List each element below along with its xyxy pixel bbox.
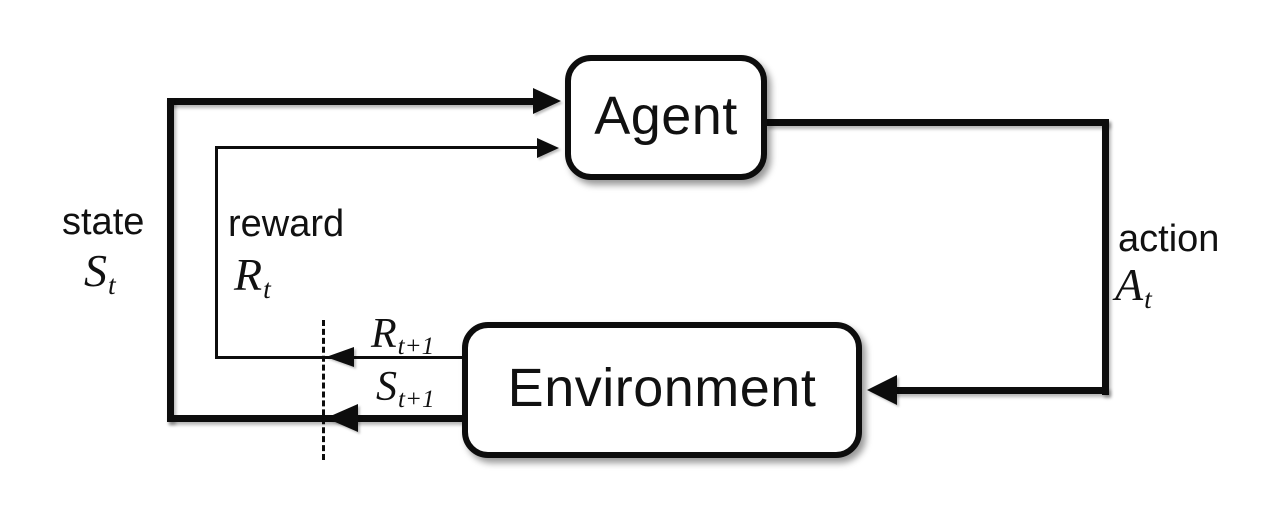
reward-word-label: reward [228, 203, 345, 245]
state-line-left [167, 98, 174, 422]
action-line-right [1102, 119, 1109, 395]
state-line-top [167, 98, 537, 105]
next-reward-symbol: Rt+1 [371, 311, 435, 361]
state-symbol: St [84, 245, 116, 300]
state-line-bottom [167, 415, 463, 422]
reward-symbol: Rt [234, 249, 271, 304]
reward-line-top [215, 146, 541, 149]
next-state-arrowhead-icon [326, 404, 358, 432]
reward-line-left [215, 146, 218, 359]
action-word-label: action [1118, 218, 1220, 260]
next-state-symbol: St+1 [376, 364, 435, 414]
time-step-divider-dashed-line [322, 320, 325, 460]
action-line-bottom [895, 387, 1109, 394]
environment-node-label: Environment [507, 358, 817, 418]
action-line-top [766, 119, 1109, 126]
state-word-label: state [62, 201, 145, 243]
action-symbol: At [1115, 259, 1152, 314]
next-reward-arrowhead-icon [326, 347, 354, 367]
agent-node: Agent [565, 55, 767, 180]
reward-arrowhead-icon [537, 138, 559, 158]
action-arrowhead-icon [867, 375, 897, 405]
environment-node: Environment [462, 322, 862, 458]
agent-node-label: Agent [594, 85, 738, 146]
state-arrowhead-icon [533, 88, 561, 114]
